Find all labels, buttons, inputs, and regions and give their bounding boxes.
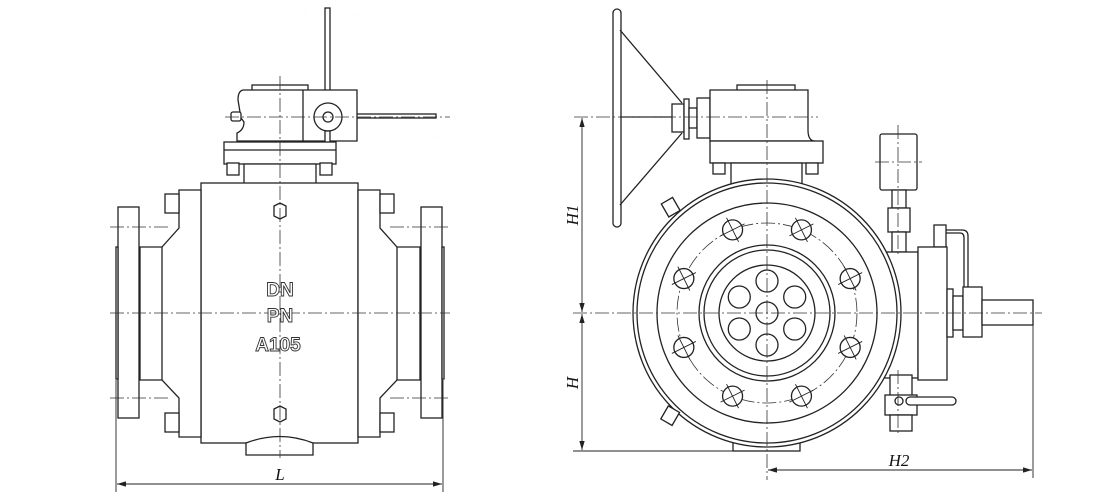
bolt: [319, 162, 333, 176]
port: [727, 317, 751, 341]
gearbox-plate: [709, 140, 824, 164]
injection-plug: [659, 405, 681, 427]
flange-bolt-holes: [671, 217, 863, 409]
drain-nut: [962, 286, 983, 338]
side-body: [917, 246, 948, 381]
port: [727, 285, 751, 309]
bolt-hole-mark: [677, 335, 691, 360]
dimension-label-h: H: [563, 375, 582, 390]
bolt: [226, 162, 240, 176]
left-flange: [117, 206, 140, 419]
body-marking-pn: PN: [267, 306, 293, 327]
drain-pipe: [981, 299, 1034, 326]
vent-fitting: [933, 224, 947, 248]
end-view: H1 H H2: [563, 8, 1042, 480]
bolt-hole-mark: [726, 217, 739, 243]
body-marking-dn: DN: [266, 280, 293, 301]
right-flange: [420, 206, 443, 419]
bottom-trunnion: [245, 435, 314, 456]
port: [783, 317, 807, 341]
left-adapter: [139, 189, 202, 438]
drain-valve-handle: [905, 396, 957, 406]
handwheel-boss: [671, 103, 685, 133]
bolt-hole-mark: [843, 335, 857, 360]
dimension-label-l: L: [274, 465, 284, 484]
dimension-label-h2: H2: [888, 451, 910, 470]
bolt-hole-mark: [677, 266, 691, 291]
port: [783, 285, 807, 309]
body-marking-material: A105: [255, 335, 301, 356]
dimension-label-h1: H1: [563, 205, 582, 227]
injection-plug: [660, 196, 681, 218]
bolt-hole-mark: [843, 266, 857, 291]
handwheel-rim-side: [612, 8, 622, 228]
side-view: DN PN A105 L: [110, 7, 450, 492]
gearbox-plug: [230, 111, 242, 122]
right-adapter: [357, 189, 421, 438]
bolt-hole-mark: [726, 383, 739, 409]
bolt-hole-mark: [795, 217, 808, 243]
body-bolts: [164, 193, 395, 433]
bolt-hole-mark: [795, 383, 808, 409]
gearbox-body: [709, 89, 816, 142]
